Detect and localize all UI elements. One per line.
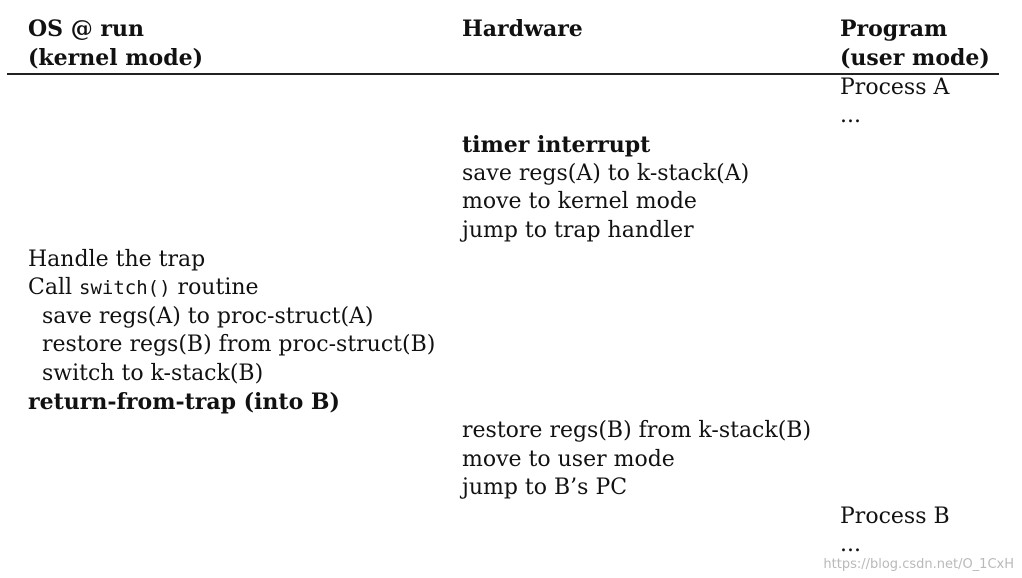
os-call-suffix: routine: [177, 275, 259, 300]
os-switch-code: switch(): [79, 277, 171, 299]
hardware-restore-kstack: restore regs(B) from k-stack(B): [462, 418, 812, 443]
os-restore-proc: restore regs(B) from proc-struct(B): [42, 332, 436, 357]
hardware-header: Hardware: [462, 16, 583, 42]
os-switch-stack: switch to k-stack(B): [42, 361, 264, 386]
os-save-proc: save regs(A) to proc-struct(A): [42, 304, 374, 329]
os-handle-trap: Handle the trap: [28, 247, 206, 272]
hardware-column-header: Hardware: [462, 15, 583, 44]
header-divider: [7, 73, 999, 75]
hardware-move-user: move to user mode: [462, 447, 675, 472]
hardware-save-regs: save regs(A) to k-stack(A): [462, 161, 750, 186]
hardware-move-kernel: move to kernel mode: [462, 189, 697, 214]
hardware-jump-handler: jump to trap handler: [462, 218, 694, 243]
os-call-switch: Call switch() routine: [28, 274, 259, 302]
os-column-header: OS @ run (kernel mode): [28, 15, 203, 73]
hardware-timer-interrupt: timer interrupt: [462, 132, 651, 158]
watermark-text: https://blog.csdn.net/O_1CxH: [823, 557, 1014, 572]
program-ellipsis-b: ...: [840, 532, 861, 557]
os-call-prefix: Call: [28, 275, 73, 300]
program-column-header: Program (user mode): [840, 15, 990, 73]
program-process-a: Process A: [840, 75, 950, 100]
os-return-from-trap: return-from-trap (into B): [28, 389, 340, 415]
program-process-b: Process B: [840, 504, 950, 529]
program-ellipsis-a: ...: [840, 103, 861, 128]
os-header-line1: OS @ run: [28, 16, 144, 42]
hardware-jump-pc: jump to B’s PC: [462, 475, 628, 500]
os-header-line2: (kernel mode): [28, 45, 203, 71]
program-header-line2: (user mode): [840, 45, 990, 71]
program-header-line1: Program: [840, 16, 948, 42]
